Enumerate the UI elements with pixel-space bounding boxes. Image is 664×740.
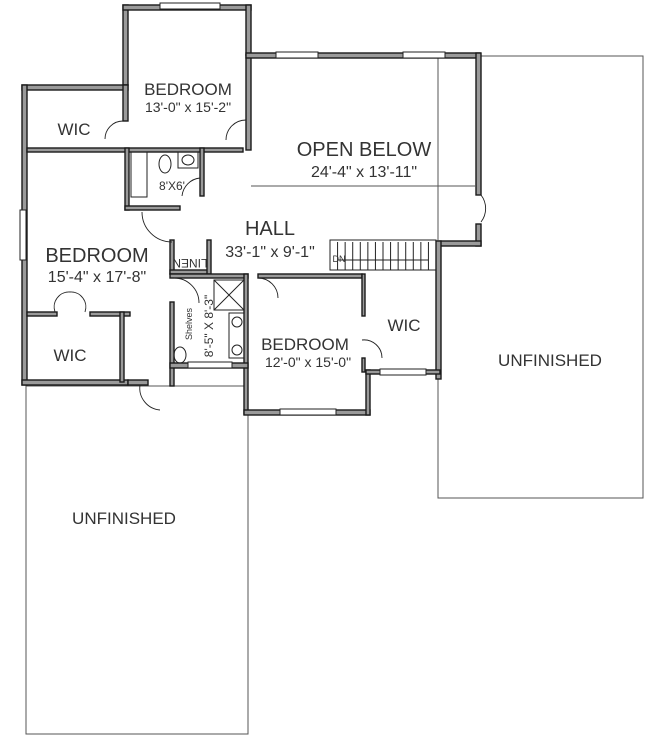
hall-name: HALL	[245, 218, 295, 240]
room-labels: BEDROOM 13'-0" x 15'-2" OPEN BELOW 24'-4…	[45, 80, 602, 528]
unfinished-left-label: UNFINISHED	[72, 509, 176, 528]
unfinished-right-label: UNFINISHED	[498, 351, 602, 370]
hall-size: 33'-1" x 9'-1"	[225, 244, 315, 261]
bedroom-mid-size: 12'-0" x 15'-0"	[265, 354, 351, 370]
bedroom-top-size: 13'-0" x 15'-2"	[145, 99, 231, 115]
open-below-size: 24'-4" x 13'-11"	[311, 164, 417, 181]
bedroom-mid-name: BEDROOM	[261, 335, 349, 354]
bedroom-left-size: 15'-4" x 17'-8"	[48, 269, 146, 286]
wic-bottom-left-label: WIC	[53, 346, 86, 365]
bath-top-size: 8'X6'	[159, 179, 185, 193]
linen-label: LINEN	[172, 256, 207, 270]
walls	[21, 4, 482, 416]
wic-mid-label: WIC	[387, 316, 420, 335]
open-below-name: OPEN BELOW	[297, 139, 432, 161]
windows	[19, 2, 446, 416]
stairs-label: DN	[333, 254, 346, 264]
bath-mid-size: 8'-5" X 8'-3"	[202, 295, 216, 357]
bedroom-left-name: BEDROOM	[45, 245, 148, 267]
bedroom-top-name: BEDROOM	[144, 80, 232, 99]
fixtures	[130, 151, 245, 364]
stairs	[329, 239, 437, 271]
doors	[53, 119, 487, 411]
wic-top-left-label: WIC	[57, 120, 90, 139]
shelves-label: Shelves	[184, 307, 194, 340]
